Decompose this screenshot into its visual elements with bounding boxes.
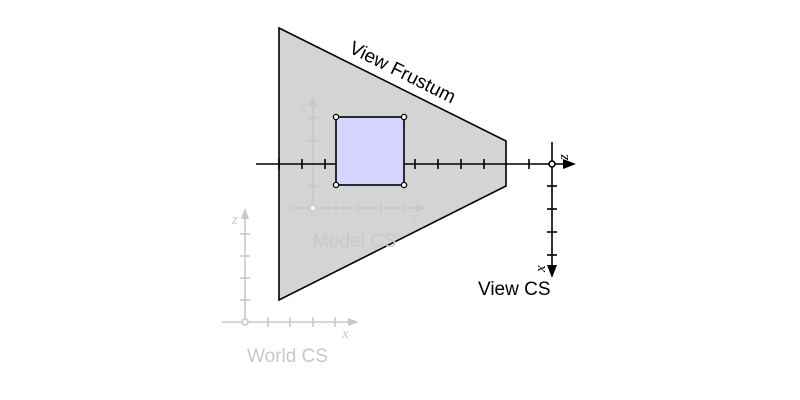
- world-z-label: z: [231, 212, 238, 228]
- world-cs: [222, 208, 359, 327]
- view-x-arrowhead: [547, 265, 557, 278]
- view-origin: [548, 160, 556, 168]
- model-z-arrowhead: [309, 95, 317, 106]
- model-cs: [290, 95, 427, 213]
- world-z-arrowhead: [241, 208, 249, 219]
- view-x-label: x: [533, 265, 549, 273]
- world-x-label: x: [341, 326, 349, 342]
- model-x-arrowhead: [416, 204, 427, 212]
- model-cs-label: Model CS: [313, 231, 396, 252]
- world-origin: [241, 318, 249, 326]
- model-object: [335, 116, 405, 186]
- object-vertex-handle: [332, 113, 340, 121]
- view-z-label: z: [556, 154, 572, 161]
- model-origin: [309, 204, 317, 212]
- view-z-arrowhead: [563, 159, 576, 169]
- world-cs-label: World CS: [247, 346, 328, 367]
- view-cs: [256, 142, 576, 278]
- model-z-label: z: [299, 100, 306, 116]
- world-x-arrowhead: [348, 318, 359, 326]
- object-vertex-handle: [400, 181, 408, 189]
- view-cs-label: View CS: [478, 279, 551, 300]
- object-vertex-handle: [400, 113, 408, 121]
- model-x-label: x: [409, 210, 417, 226]
- object-vertex-handle: [332, 181, 340, 189]
